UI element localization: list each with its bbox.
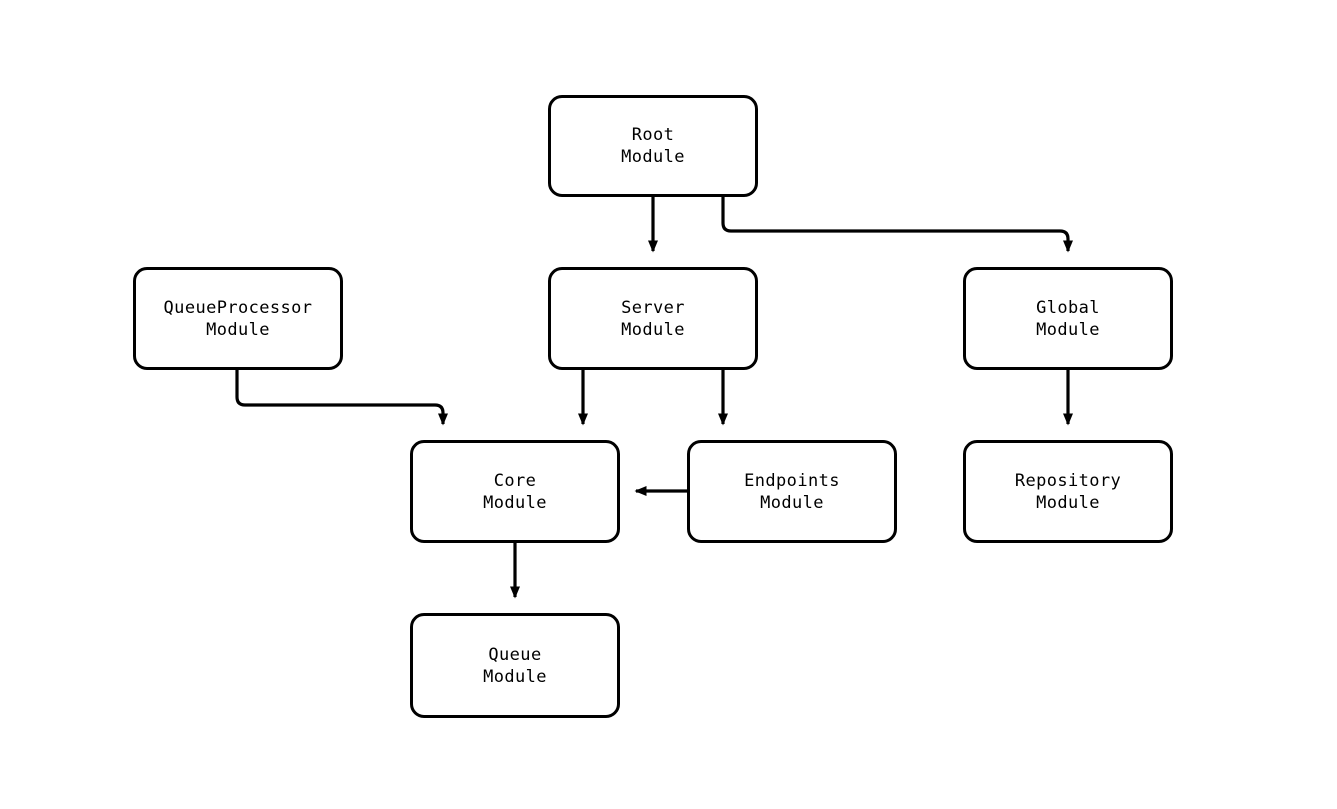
node-endpoints-module[interactable]: Endpoints Module: [687, 440, 897, 543]
node-endpoints-module-label: Endpoints Module: [744, 470, 840, 513]
node-server-module-label: Server Module: [621, 297, 685, 340]
node-root-module-label: Root Module: [621, 125, 685, 167]
node-queueprocessor-module[interactable]: QueueProcessor Module: [133, 267, 343, 370]
node-repository-module[interactable]: Repository Module: [963, 440, 1173, 543]
node-root-module[interactable]: Root Module: [548, 95, 758, 197]
edge-queueprocessor-core: [235, 370, 448, 426]
node-global-module-label: Global Module: [1036, 297, 1100, 340]
node-queue-module-label: Queue Module: [483, 644, 547, 687]
node-queueprocessor-module-label: QueueProcessor Module: [163, 297, 313, 340]
node-server-module[interactable]: Server Module: [548, 267, 758, 370]
node-global-module[interactable]: Global Module: [963, 267, 1173, 370]
node-core-module-label: Core Module: [483, 470, 547, 513]
node-core-module[interactable]: Core Module: [410, 440, 620, 543]
node-queue-module[interactable]: Queue Module: [410, 613, 620, 718]
node-repository-module-label: Repository Module: [1014, 470, 1122, 513]
edge-root-global: [721, 197, 1073, 253]
